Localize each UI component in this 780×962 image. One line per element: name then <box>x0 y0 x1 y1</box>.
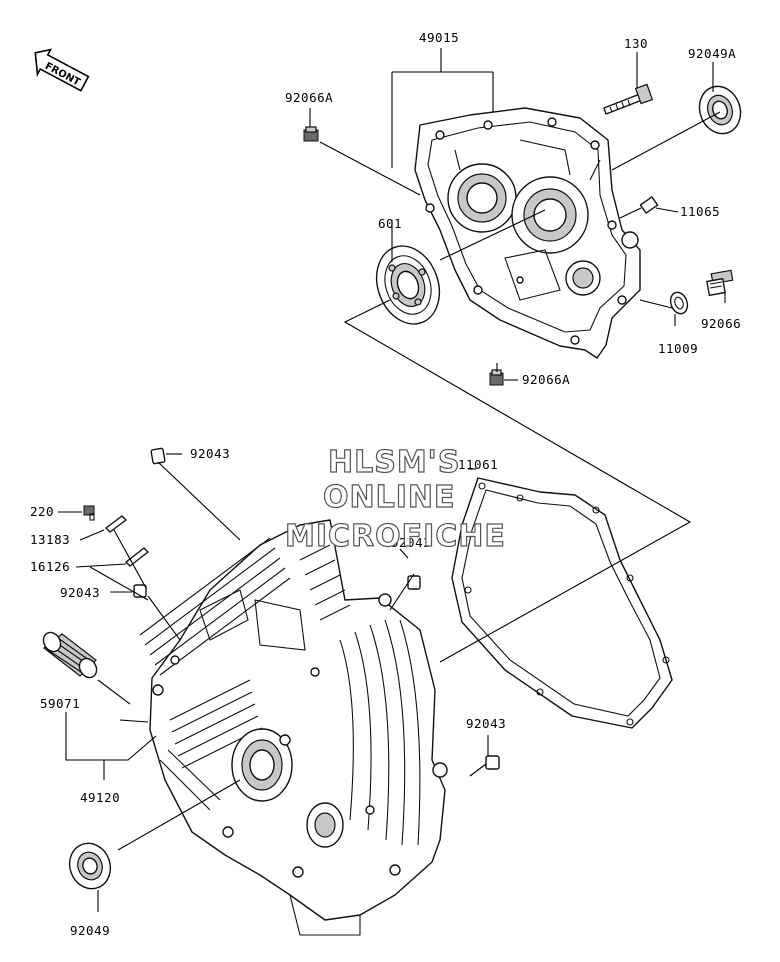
plate-13183 <box>105 515 127 533</box>
label-92043-left: 92043 <box>60 585 100 600</box>
label-16126: 16126 <box>30 559 70 574</box>
watermark-line-2: ONLINE <box>323 480 456 515</box>
leader-lines <box>58 48 726 912</box>
label-11065: 11065 <box>680 204 720 219</box>
label-130: 130 <box>624 36 648 51</box>
plug-92066A-top <box>303 126 319 142</box>
oil-seal-92049A <box>698 85 742 135</box>
label-49120: 49120 <box>80 790 120 805</box>
label-92043-top: 92043 <box>190 446 230 461</box>
label-92066A-bottom: 92066A <box>522 372 570 387</box>
front-arrow-badge: FRONT <box>34 48 90 92</box>
cap-92043-top <box>150 447 166 465</box>
label-59071: 59071 <box>40 696 80 711</box>
breather-59071 <box>42 631 98 679</box>
part-labels: 49015 130 92049A 92066A 11065 601 92066 … <box>30 30 741 938</box>
label-49015: 49015 <box>419 30 459 45</box>
ball-bearing-601 <box>375 245 441 325</box>
bolt-130 <box>603 83 654 115</box>
cap-92043-mid <box>407 575 421 590</box>
label-13183: 13183 <box>30 532 70 547</box>
label-92066: 92066 <box>701 316 741 331</box>
crankcase-cover <box>414 107 641 359</box>
crankcase-block <box>139 519 448 936</box>
oil-seal-92049 <box>68 842 112 890</box>
bolt-220 <box>83 505 95 521</box>
label-11009: 11009 <box>658 341 698 356</box>
plug-92066A-bottom <box>489 369 504 386</box>
o-ring-11009 <box>669 291 689 315</box>
plug-92066 <box>706 269 734 296</box>
watermark-line-1: HLSM'S <box>328 445 460 480</box>
label-92066A-top: 92066A <box>285 90 333 105</box>
cap-92043-right <box>485 755 500 770</box>
label-11061: 11061 <box>458 457 498 472</box>
gasket-11061 <box>451 477 673 729</box>
watermark-line-3: MICROFICHE <box>285 519 506 554</box>
label-220: 220 <box>30 504 54 519</box>
watermark: HLSM'S ONLINE MICROFICHE <box>284 444 506 554</box>
label-92049A: 92049A <box>688 46 736 61</box>
dowel-11065 <box>639 196 659 214</box>
label-601: 601 <box>378 216 402 231</box>
label-92043-mid: 92043 <box>391 535 431 550</box>
label-92043-right: 92043 <box>466 716 506 731</box>
label-92049: 92049 <box>70 923 110 938</box>
